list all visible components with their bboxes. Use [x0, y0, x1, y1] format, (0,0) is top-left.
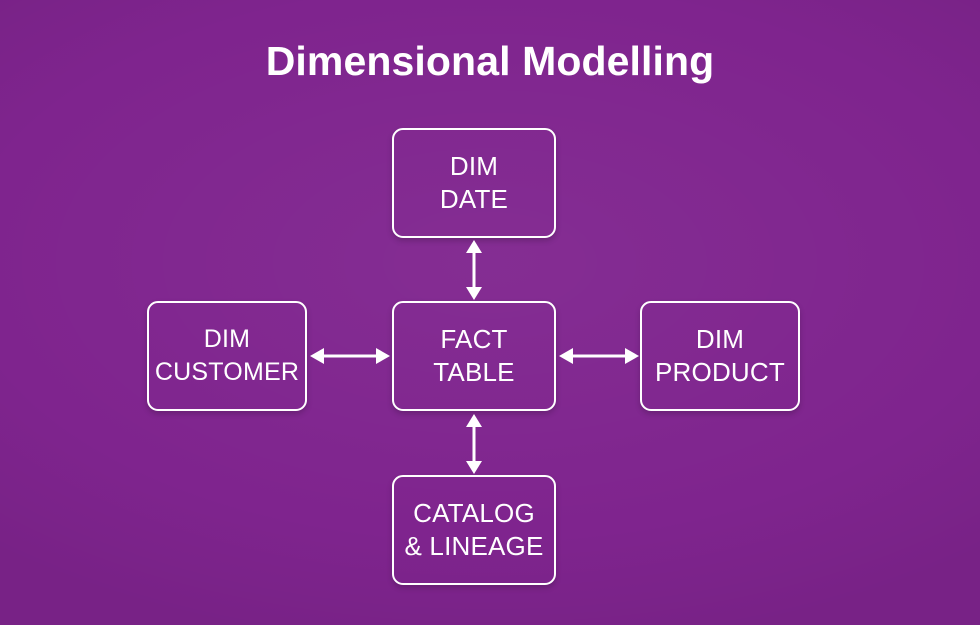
node-dim-date[interactable]: DIM DATE — [392, 128, 556, 238]
node-dim-customer[interactable]: DIM CUSTOMER — [147, 301, 307, 411]
node-dim-product[interactable]: DIM PRODUCT — [640, 301, 800, 411]
connector-fact-product-double-arrow-icon — [559, 341, 639, 371]
connector-date-fact-double-arrow-icon — [459, 240, 489, 300]
connector-customer-fact-double-arrow-icon — [310, 341, 390, 371]
page-title: Dimensional Modelling — [265, 38, 715, 84]
node-fact-table[interactable]: FACT TABLE — [392, 301, 556, 411]
node-catalog-lineage[interactable]: CATALOG & LINEAGE — [392, 475, 556, 585]
connector-fact-catalog-double-arrow-icon — [459, 414, 489, 474]
